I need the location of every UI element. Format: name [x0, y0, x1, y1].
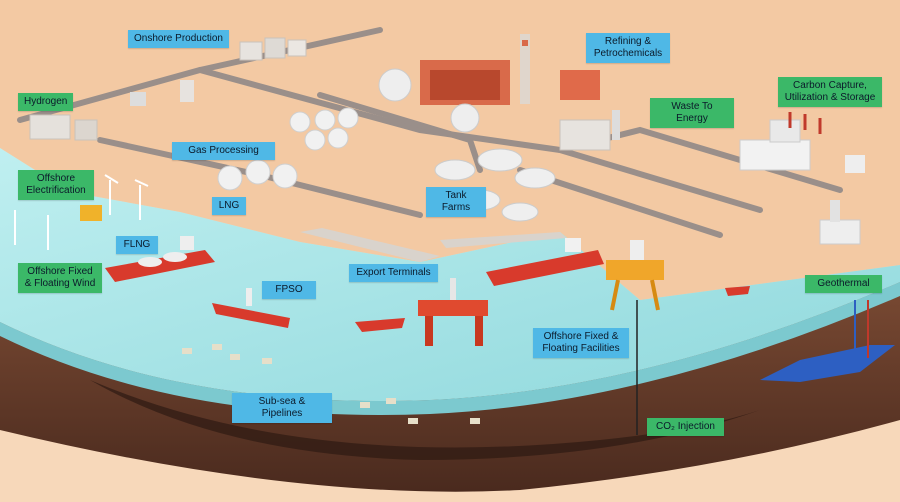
fixed-platform — [606, 240, 664, 311]
hydrogen-plant — [29, 114, 98, 141]
sea-surface — [0, 148, 900, 402]
label-refining-petrochemicals[interactable]: Refining & Petrochemicals — [586, 33, 670, 63]
geothermal-reservoir — [760, 345, 895, 382]
offshore-substation — [80, 205, 102, 221]
label-geothermal[interactable]: Geothermal — [805, 275, 882, 293]
label-offshore-electrification[interactable]: Offshore Electrification — [18, 170, 94, 200]
earth-cross-section — [0, 282, 900, 492]
sea-edge — [0, 282, 900, 416]
label-fpso[interactable]: FPSO — [262, 281, 316, 299]
tank-farm — [434, 148, 556, 222]
wind-turbines — [14, 174, 149, 250]
label-subsea-pipelines[interactable]: Sub-sea & Pipelines — [232, 393, 332, 423]
gas-processing-spheres — [289, 107, 359, 151]
small-boat — [725, 286, 750, 296]
label-flng[interactable]: FLNG — [116, 236, 158, 254]
waste-to-energy-plant — [559, 110, 620, 151]
label-offshore-wind[interactable]: Offshore Fixed & Floating Wind — [18, 263, 102, 293]
label-onshore-production[interactable]: Onshore Production — [128, 30, 229, 48]
label-carbon-capture[interactable]: Carbon Capture, Utilization & Storage — [778, 77, 882, 107]
tanker-ship — [486, 238, 604, 286]
lng-carrier-ship — [105, 236, 215, 282]
label-offshore-facilities[interactable]: Offshore Fixed & Floating Facilities — [533, 328, 629, 358]
label-gas-processing[interactable]: Gas Processing — [172, 142, 275, 160]
fpso-vessel — [212, 288, 290, 328]
rock-layer — [90, 380, 760, 460]
geothermal-plant — [819, 200, 861, 245]
semi-submersible-rig — [418, 278, 488, 346]
subsea-equipment — [182, 344, 480, 424]
carbon-capture-plant — [739, 112, 865, 173]
export-terminal-jetty — [300, 228, 566, 262]
label-co2-injection[interactable]: CO₂ Injection — [647, 418, 724, 436]
onshore-production-facility — [130, 37, 307, 106]
lng-storage-spheres — [217, 159, 298, 191]
label-export-terminals[interactable]: Export Terminals — [349, 264, 438, 282]
label-lng[interactable]: LNG — [212, 197, 246, 215]
label-waste-to-energy[interactable]: Waste To Energy — [650, 98, 734, 128]
label-tank-farms[interactable]: Tank Farms — [426, 187, 486, 217]
supply-boat — [355, 318, 405, 332]
refinery-complex — [378, 34, 600, 133]
label-hydrogen[interactable]: Hydrogen — [18, 93, 73, 111]
